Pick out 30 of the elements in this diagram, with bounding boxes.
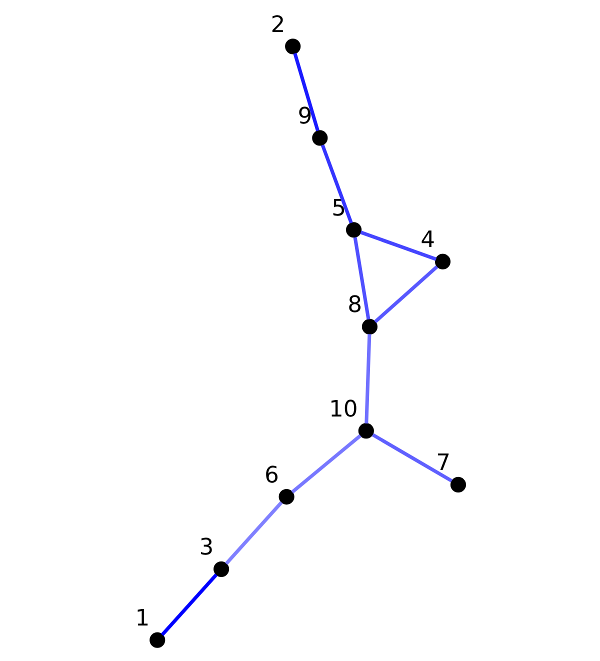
node-label: 8 xyxy=(348,292,362,318)
connector xyxy=(224,501,283,565)
node-label: 10 xyxy=(329,396,358,422)
connector xyxy=(364,334,372,424)
connector xyxy=(353,237,370,320)
node-circle xyxy=(450,476,466,493)
connector xyxy=(291,434,362,494)
node-label: 4 xyxy=(420,227,436,254)
node-circle xyxy=(150,632,166,648)
connector xyxy=(374,265,438,324)
node-circle xyxy=(214,561,230,577)
node-circle xyxy=(346,222,362,238)
connector xyxy=(320,144,353,224)
node-circle xyxy=(358,423,374,439)
node-label: 3 xyxy=(199,534,214,561)
node-circle xyxy=(362,318,378,334)
connector xyxy=(293,52,320,132)
node-circle xyxy=(312,130,328,146)
node-label: 2 xyxy=(270,12,286,38)
connector xyxy=(372,433,453,482)
node-circle xyxy=(285,38,301,54)
node-circle xyxy=(278,488,294,505)
node-label: 6 xyxy=(264,462,279,488)
node-label: 1 xyxy=(135,606,150,632)
connector xyxy=(160,574,218,636)
node-label: 9 xyxy=(298,104,312,130)
node-label: 7 xyxy=(436,450,451,476)
node-label: 5 xyxy=(332,195,346,222)
connector xyxy=(360,230,437,261)
node-circle xyxy=(434,254,451,270)
